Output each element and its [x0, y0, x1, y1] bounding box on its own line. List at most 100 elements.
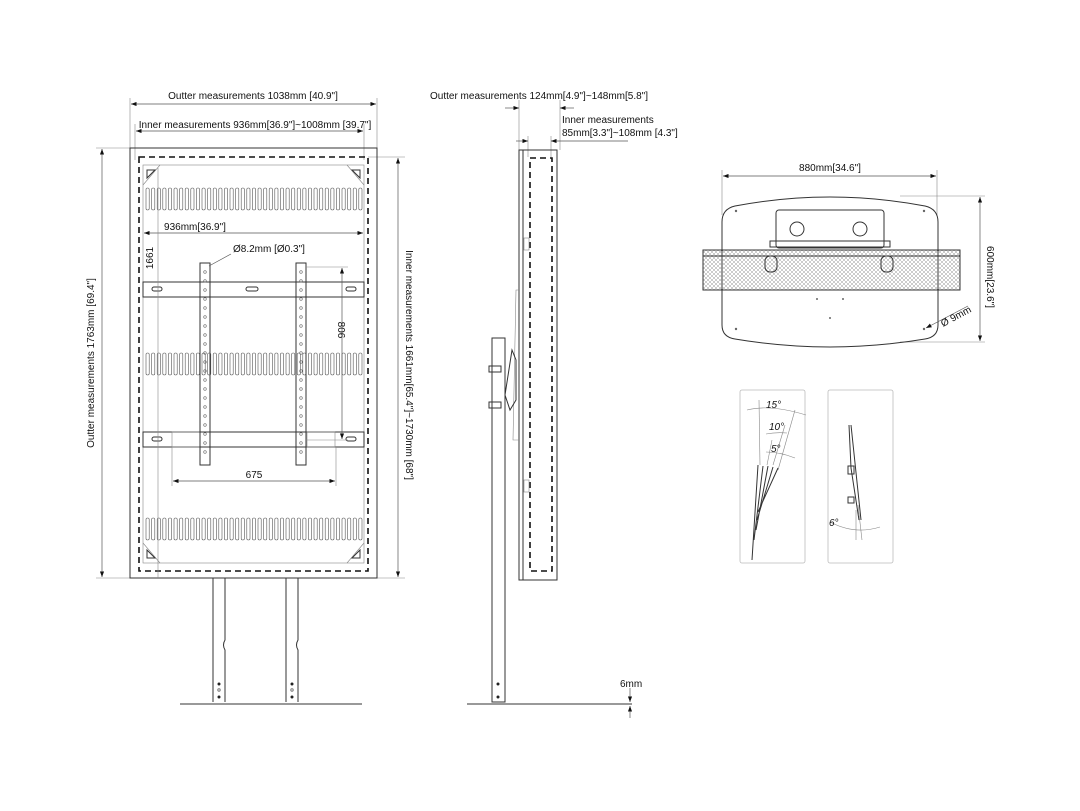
- vent-slot: [190, 352, 195, 376]
- vent-slot: [319, 187, 324, 211]
- bracket-hole: [299, 378, 303, 382]
- display-outline: [129, 147, 378, 579]
- tilt-view-forward: 15° 10° 5°: [739, 389, 807, 564]
- vent-slot: [179, 187, 184, 211]
- vent-slot: [173, 187, 178, 211]
- vent-slot: [358, 187, 363, 211]
- vent-slot: [235, 187, 240, 211]
- bracket-hole: [299, 387, 303, 391]
- bracket-hole: [203, 270, 207, 274]
- vent-slot: [240, 187, 245, 211]
- vent-slot: [156, 352, 161, 376]
- vent-slot: [324, 352, 329, 376]
- vent-slot: [207, 187, 212, 211]
- bracket-hole: [203, 405, 207, 409]
- vent-slot: [184, 352, 189, 376]
- vent-slot: [218, 517, 223, 541]
- vent-slot: [252, 187, 256, 211]
- bracket-hole: [299, 288, 303, 292]
- vent-slot: [296, 352, 301, 376]
- bracket-hole: [203, 288, 207, 292]
- vent-slot: [308, 352, 312, 376]
- tilt-view-backward: 6°: [827, 389, 894, 564]
- vent-slot: [196, 187, 200, 211]
- vent-slot: [324, 187, 329, 211]
- bracket-hole: [299, 405, 303, 409]
- bracket-hole: [299, 324, 303, 328]
- vent-slot: [156, 517, 161, 541]
- vent-slot: [218, 352, 223, 376]
- stand-legs: [212, 578, 299, 702]
- vent-slot: [190, 517, 195, 541]
- vent-slot: [145, 517, 150, 541]
- vent-slot: [190, 187, 195, 211]
- vent-slot: [319, 517, 324, 541]
- vent-slot: [280, 352, 284, 376]
- vent-slot: [336, 517, 340, 541]
- vent-slot: [285, 352, 290, 376]
- vent-slot: [229, 187, 234, 211]
- vent-slot: [145, 187, 150, 211]
- vent-slot: [224, 517, 228, 541]
- vent-slot: [268, 517, 273, 541]
- base-support-bar: [702, 249, 961, 291]
- tilt-bracket: [504, 348, 517, 412]
- base-depth-label: 600mm[23.6"]: [984, 246, 995, 308]
- vent-slot: [162, 187, 167, 211]
- pole-clamp-bracket: [775, 209, 885, 249]
- vent-slot: [291, 187, 296, 211]
- vent-slot: [291, 517, 296, 541]
- vent-slot: [263, 352, 268, 376]
- vent-slots: [145, 187, 363, 541]
- vent-slot: [229, 352, 234, 376]
- vent-slot: [162, 517, 167, 541]
- bracket-hole: [299, 333, 303, 337]
- bracket-hole: [203, 387, 207, 391]
- vent-slot: [296, 187, 301, 211]
- vent-slot: [224, 352, 228, 376]
- vent-slot: [257, 352, 262, 376]
- base-hole-label: Ø 9mm: [939, 305, 973, 330]
- bracket-hole: [299, 450, 303, 454]
- bracket-hole: [299, 342, 303, 346]
- vent-slot: [207, 352, 212, 376]
- vent-slot: [347, 517, 352, 541]
- bracket-hole: [203, 342, 207, 346]
- vent-slot: [246, 187, 251, 211]
- vent-slot: [184, 187, 189, 211]
- display-inner-dashed-outline: [138, 156, 369, 572]
- vent-slot: [201, 187, 206, 211]
- side-view: Outter measurements 124mm[4.9"]~148mm[5.…: [430, 91, 678, 718]
- vent-slot: [302, 187, 307, 211]
- vent-slot: [319, 352, 324, 376]
- base-width-label: 880mm[34.6"]: [799, 163, 861, 174]
- height-1661-label: 1661: [145, 246, 156, 269]
- vent-slot: [240, 517, 245, 541]
- vent-slot: [268, 352, 273, 376]
- inner-depth-title: Inner measurements: [562, 115, 654, 126]
- vent-slot: [313, 352, 318, 376]
- bracket-hole: [299, 441, 303, 445]
- vent-slot: [263, 517, 268, 541]
- vent-slot: [341, 352, 346, 376]
- vent-slot: [151, 352, 156, 376]
- bracket-hole: [299, 270, 303, 274]
- vent-slot: [268, 187, 273, 211]
- vent-slot: [201, 517, 206, 541]
- vent-slot: [252, 517, 256, 541]
- base-thickness-label: 6mm: [620, 679, 642, 690]
- vent-slot: [358, 352, 363, 376]
- vent-slot: [330, 187, 335, 211]
- vent-slot: [212, 517, 217, 541]
- vent-slot: [313, 187, 318, 211]
- vent-slot: [280, 517, 284, 541]
- angle-5-label: 5°: [771, 444, 781, 455]
- vent-slot: [257, 517, 262, 541]
- vent-slot: [196, 517, 200, 541]
- vent-slot: [240, 352, 245, 376]
- bracket-hole: [299, 297, 303, 301]
- vent-slot: [162, 352, 167, 376]
- vent-slot: [235, 352, 240, 376]
- bracket-hole: [299, 306, 303, 310]
